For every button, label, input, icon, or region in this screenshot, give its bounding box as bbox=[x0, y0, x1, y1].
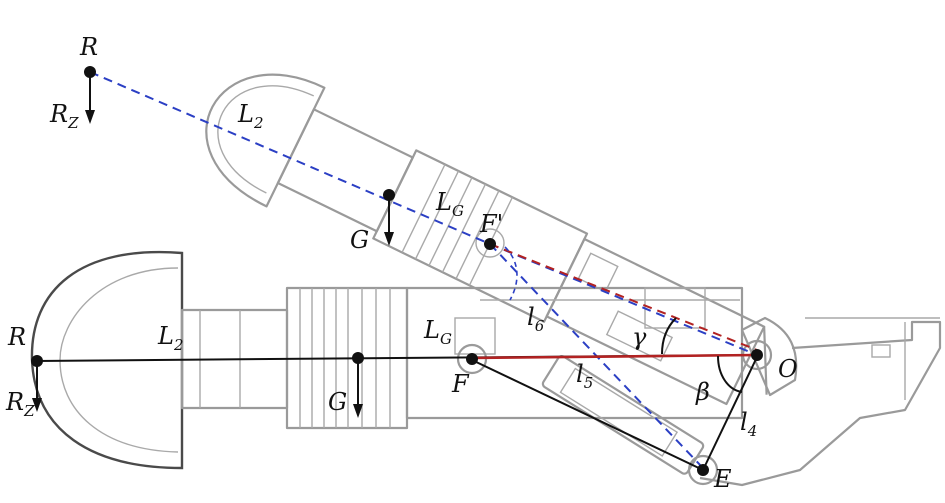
label-beta: β bbox=[695, 378, 710, 406]
label-lg-top: LG bbox=[435, 188, 464, 220]
label-rz-top: RZ bbox=[49, 100, 79, 132]
construction-lines bbox=[32, 71, 758, 471]
label-rz-bottom: RZ bbox=[5, 388, 35, 420]
label-r-top: R bbox=[79, 33, 98, 61]
label-g-bottom: G bbox=[328, 388, 347, 416]
labels: R RZ L2 LG G F' R RZ L2 LG G F l6 l5 l4 … bbox=[5, 33, 798, 493]
f-o-force-line bbox=[471, 353, 758, 360]
point-markers bbox=[31, 66, 763, 476]
point-r-lowered bbox=[31, 355, 43, 367]
label-r-bottom: R bbox=[7, 323, 26, 351]
label-l6: l6 bbox=[527, 303, 545, 335]
label-l2-bottom: L2 bbox=[157, 322, 183, 354]
point-f bbox=[466, 353, 478, 365]
fprime-o-force-dashed-line bbox=[489, 243, 758, 351]
label-l5: l5 bbox=[576, 360, 593, 392]
label-lg-bottom: LG bbox=[423, 316, 452, 348]
point-g-lowered bbox=[352, 352, 364, 364]
label-f: F bbox=[451, 370, 470, 398]
label-l4: l4 bbox=[740, 408, 757, 440]
point-r-raised bbox=[84, 66, 96, 78]
label-l2-top: L2 bbox=[237, 100, 263, 132]
label-gamma: γ bbox=[632, 323, 647, 351]
point-fprime bbox=[484, 238, 496, 250]
e-o-line bbox=[702, 356, 758, 471]
label-fprime: F' bbox=[479, 210, 503, 238]
gamma-angle-arc bbox=[661, 317, 677, 355]
f-e-line bbox=[471, 359, 704, 471]
point-o bbox=[751, 349, 763, 361]
point-e bbox=[697, 464, 709, 476]
point-g-raised bbox=[383, 189, 395, 201]
raised-boom-axis-line bbox=[89, 71, 491, 245]
label-g-top: G bbox=[350, 226, 369, 254]
label-e: E bbox=[713, 465, 732, 493]
beta-angle-arc bbox=[717, 355, 743, 393]
label-o: O bbox=[778, 355, 798, 383]
